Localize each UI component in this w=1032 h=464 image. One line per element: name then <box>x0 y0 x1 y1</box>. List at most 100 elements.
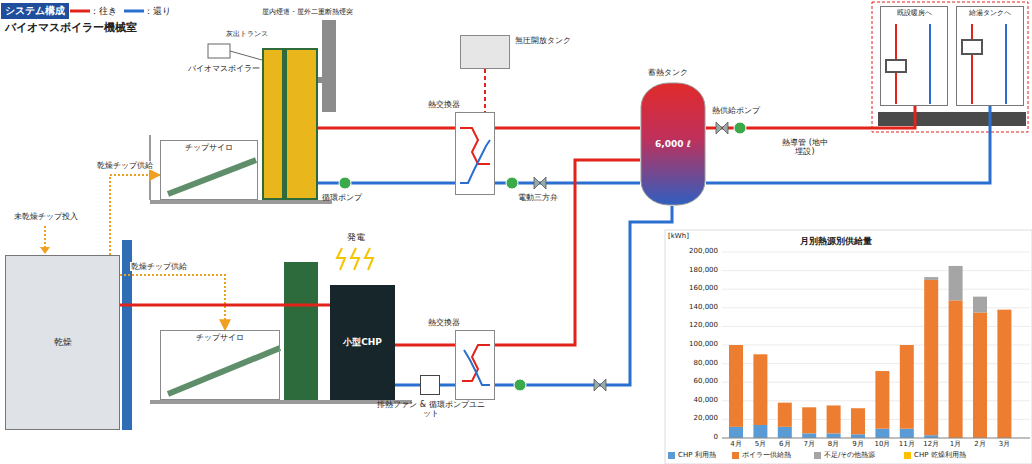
chart-axis-label: 160,000 <box>676 284 718 292</box>
pipe-connector <box>318 127 455 130</box>
chart-axis-label: 2月 <box>968 440 992 448</box>
edge-label: 乾燥チップ供給 <box>96 161 154 170</box>
chart-axis-label: 80,000 <box>676 359 718 367</box>
node-label: 乾燥 <box>54 337 72 347</box>
legend-swatch <box>904 452 911 459</box>
pipe-connector <box>440 384 455 387</box>
legend-text: CHP 利用熱 <box>678 451 716 459</box>
pipe-connector <box>495 127 640 130</box>
three-way-valve <box>534 177 546 189</box>
node-heading: 熱交換器 <box>428 318 470 327</box>
legend-swatch <box>732 452 739 459</box>
chart-axis-label: 0 <box>676 433 718 441</box>
bar-segment <box>778 403 792 427</box>
bar-segment <box>827 405 841 433</box>
pipe-connector <box>395 344 455 347</box>
bar-segment <box>973 312 987 438</box>
node-label: チップサイロ <box>185 143 233 152</box>
chart-axis-label: 5月 <box>748 440 772 448</box>
open-tank: 無圧開放タンク <box>460 35 510 69</box>
bar-segment <box>851 434 865 438</box>
header-piping <box>886 24 1006 104</box>
bar-segment <box>900 429 914 438</box>
text-label: 屋内煙道・屋外二重断熱煙突 <box>262 8 353 16</box>
flue <box>318 77 322 83</box>
chart-axis-label: 1月 <box>944 440 968 448</box>
chart-axis-label: 140,000 <box>676 303 718 311</box>
coil <box>464 350 490 385</box>
pipe-connector <box>110 175 160 255</box>
heat-exchanger-coil <box>460 128 490 385</box>
coil <box>462 345 490 381</box>
bar-segment <box>875 371 889 429</box>
auger <box>168 160 256 194</box>
pipe <box>929 24 931 104</box>
legend-line-sample <box>124 7 144 15</box>
legend-item: ：往き <box>70 6 117 16</box>
chart-axis-label: 20,000 <box>676 414 718 422</box>
gridline <box>722 270 1030 271</box>
pump-symbol <box>339 177 351 189</box>
node-label: チップサイロ <box>196 333 244 342</box>
legend-text: CHP 乾燥利用熱 <box>914 451 966 459</box>
transformer <box>208 44 230 58</box>
three-way-valve <box>716 122 728 134</box>
valve-box <box>962 40 982 54</box>
chart-axis-label: 4月 <box>724 440 748 448</box>
chart-axis-label: 8月 <box>822 440 846 448</box>
legend-item: 不足/その他熱源 <box>814 451 875 459</box>
floor <box>150 200 332 204</box>
bar-segment <box>875 429 889 438</box>
chp-feeder-tower <box>284 262 318 400</box>
legend-item: ボイラー供給熱 <box>732 451 791 459</box>
chart-axis-label: 6月 <box>773 440 797 448</box>
legend-item: CHP 乾燥利用熱 <box>904 451 966 459</box>
pump-symbol <box>514 379 526 391</box>
legend-text: ：還り <box>144 6 171 16</box>
chart-axis-label: 9月 <box>846 440 870 448</box>
chp-unit: 小型CHP <box>330 285 395 400</box>
text-label: 電動三方弁 <box>518 193 558 202</box>
wire <box>230 51 262 60</box>
node-label: システム構成 <box>5 5 65 17</box>
bolt <box>365 248 373 270</box>
chip-silo: チップサイロ <box>160 330 280 400</box>
bar-segment <box>729 345 743 427</box>
chart-axis-label: 3月 <box>992 440 1016 448</box>
tank-body <box>641 83 705 205</box>
bar-segment <box>827 433 841 438</box>
bar-segment <box>949 300 963 438</box>
text-label: 月別熱源別供給量 <box>800 236 872 246</box>
node-label: 小型CHP <box>343 337 382 347</box>
text-label: バイオマスボイラー機械室 <box>5 22 185 35</box>
pipe <box>1005 24 1007 104</box>
three-way-valve <box>594 379 606 391</box>
header-region <box>872 2 1028 132</box>
bar-segment <box>851 408 865 434</box>
bar-segment <box>802 433 816 438</box>
chart-axis-label: 60,000 <box>676 377 718 385</box>
legend-line <box>70 10 90 13</box>
chart-axis-label: 10月 <box>870 440 894 448</box>
bar-segment <box>924 280 938 435</box>
pipe-connector <box>495 206 672 385</box>
pipe <box>971 24 973 104</box>
legend-swatch <box>668 452 675 459</box>
chimney <box>322 20 336 112</box>
text-label: 循環ポンプ <box>322 193 362 202</box>
bar-segment <box>997 310 1011 438</box>
legend-text: 不足/その他熱源 <box>824 451 875 459</box>
chart-panel <box>665 230 1032 464</box>
header-manifold <box>878 112 1026 126</box>
bar-segment <box>802 407 816 433</box>
chart-axis-label: 7月 <box>797 440 821 448</box>
gridline <box>722 252 1030 253</box>
node-heading: 蓄熱タンク <box>648 68 702 77</box>
text-label: 未乾燥チップ投入 <box>14 212 78 221</box>
chip-input-arrow <box>44 226 46 248</box>
node-heading: バイオマスボイラー <box>180 64 260 73</box>
fan-pump-unit: 排熱ファン & 循環ポンプユニット <box>420 375 440 395</box>
